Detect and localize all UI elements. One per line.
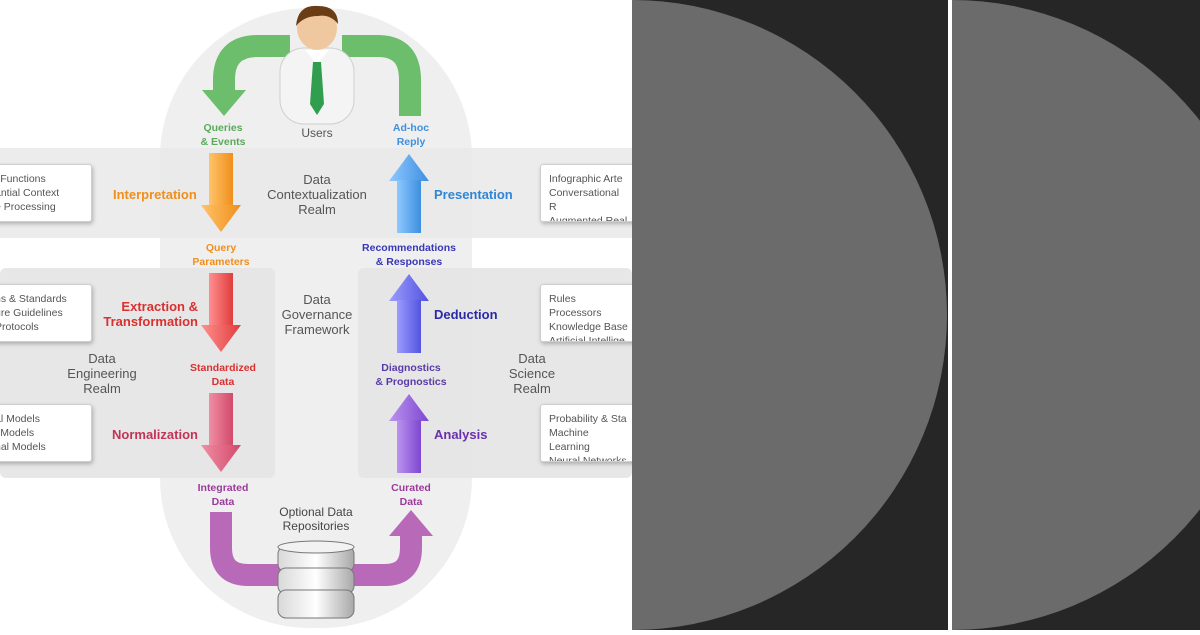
grey-disc-right bbox=[637, 0, 1200, 630]
deduction-label: Deduction bbox=[434, 307, 498, 322]
recommendations-label: Recommendations & Responses bbox=[362, 242, 456, 268]
dark-panel-left bbox=[317, 0, 948, 630]
top-flow-arrow bbox=[202, 35, 421, 116]
science-realm-label: Data Science Realm bbox=[508, 351, 556, 396]
integrated-data-label: Integrated Data bbox=[197, 482, 249, 508]
normalization-label: Normalization bbox=[112, 427, 198, 442]
bottom-flow-arrow bbox=[210, 510, 433, 586]
query-parameters-label: Query Parameters bbox=[192, 242, 250, 268]
queries-events-label: Queries & Events bbox=[200, 122, 246, 148]
analysis-methods-box: Probability & Sta Machine Learning Neura… bbox=[540, 404, 638, 462]
normalization-arrow bbox=[201, 393, 241, 472]
extraction-arrow bbox=[201, 273, 241, 352]
diagnostics-label: Diagnostics & Prognostics bbox=[375, 362, 447, 388]
interpretation-label: Interpretation bbox=[113, 187, 197, 202]
interpretation-methods-box: l Functions antial Context e Processing bbox=[0, 164, 92, 222]
normalization-models-box: al Models l Models nal Models bbox=[0, 404, 92, 462]
extraction-label: Extraction & Transformation bbox=[103, 299, 198, 329]
dark-panel-right bbox=[637, 0, 1200, 630]
adhoc-reply-label: Ad-hoc Reply bbox=[392, 122, 430, 148]
contextualization-band bbox=[0, 148, 632, 238]
analysis-arrow bbox=[389, 394, 429, 473]
standardized-data-label: Standardized Data bbox=[190, 362, 256, 388]
contextualization-realm-label: Data Contextualization Realm bbox=[267, 172, 367, 217]
presentation-label: Presentation bbox=[434, 187, 513, 202]
engineering-realm-label: Data Engineering Realm bbox=[67, 351, 137, 396]
curated-data-label: Curated Data bbox=[391, 482, 431, 508]
deduction-methods-box: Rules Processors Knowledge Base Artifici… bbox=[540, 284, 638, 342]
governance-label: Data Governance Framework bbox=[281, 292, 353, 337]
extraction-standards-box: ns & Standards ure Guidelines Protocols bbox=[0, 284, 92, 342]
users-label: Users bbox=[301, 126, 333, 140]
deduction-arrow bbox=[389, 274, 429, 353]
person-icon bbox=[279, 5, 355, 125]
database-icon bbox=[277, 540, 355, 619]
presentation-arrow bbox=[389, 154, 429, 233]
repositories-label: Optional Data Repositories bbox=[279, 505, 353, 533]
grey-disc-left bbox=[317, 0, 947, 630]
analysis-label: Analysis bbox=[434, 427, 488, 442]
presentation-methods-box: Infographic Arte Conversational R Augmen… bbox=[540, 164, 638, 222]
interpretation-arrow bbox=[201, 153, 241, 232]
